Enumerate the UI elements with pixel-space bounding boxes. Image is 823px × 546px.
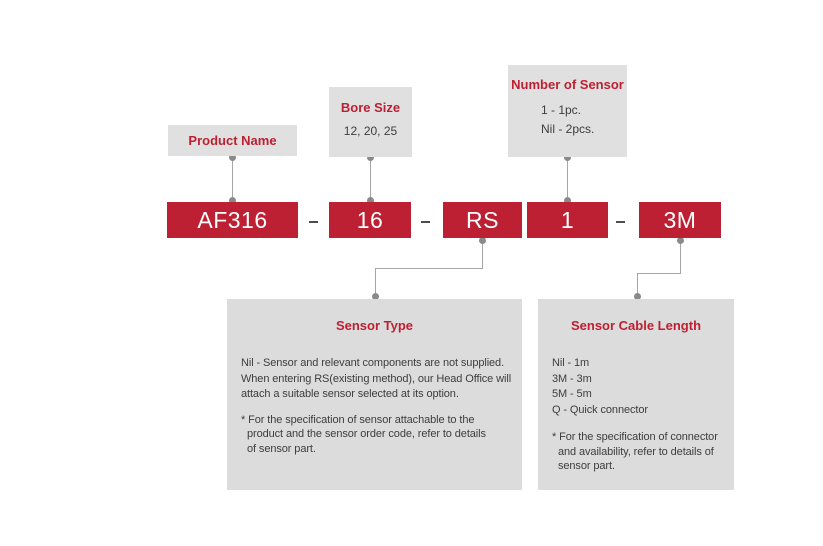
- connector-dot: [479, 237, 486, 244]
- code-segment-product: AF316: [167, 202, 298, 238]
- connector-dot: [367, 154, 374, 161]
- text-line: Nil - 1m: [552, 357, 590, 369]
- bore-size-title: Bore Size: [340, 100, 401, 115]
- product-name-title: Product Name: [188, 133, 277, 148]
- sensor-cable-length-title: Sensor Cable Length: [570, 318, 702, 333]
- text-line: product and the sensor order code, refer…: [247, 428, 486, 440]
- code-separator: [309, 221, 318, 223]
- text-line: attach a suitable sensor selected at its…: [241, 388, 459, 400]
- bore-size-callout: Bore Size 12, 20, 25: [329, 87, 412, 157]
- text-line: Nil - Sensor and relevant components are…: [241, 357, 505, 369]
- number-of-sensor-title: Number of Sensor: [511, 77, 624, 92]
- connector-dot: [372, 293, 379, 300]
- connector-number-of-sensor: [567, 157, 568, 202]
- sensor-type-note: * For the specification of sensor attach…: [227, 413, 522, 457]
- connector-sensor-type: [375, 268, 483, 269]
- product-name-callout: Product Name: [168, 125, 297, 156]
- sensor-cable-length-panel: Sensor Cable Length Nil - 1m 3M - 3m 5M - …: [538, 299, 734, 490]
- text-line: * For the specification of connector: [552, 431, 718, 443]
- sensor-cable-length-note: * For the specification of connector and …: [538, 430, 734, 474]
- text-line: sensor part.: [558, 460, 615, 472]
- text-line: Nil - 2pcs.: [541, 122, 595, 136]
- sensor-type-panel: Sensor Type Nil - Sensor and relevant co…: [227, 299, 522, 490]
- connector-dot: [367, 197, 374, 204]
- connector-dot: [564, 154, 571, 161]
- text-line: * For the specification of sensor attach…: [241, 413, 475, 426]
- connector-cable-length: [637, 273, 638, 298]
- text-line: When entering RS(existing method), our H…: [241, 372, 512, 385]
- sensor-type-title: Sensor Type: [335, 318, 414, 333]
- text-line: 3M - 3m: [552, 372, 592, 385]
- sensor-cable-length-options: Nil - 1m 3M - 3m 5M - 5m Q - Quick connecto…: [538, 356, 734, 418]
- text-line: 5M - 5m: [552, 388, 592, 400]
- code-segment-sensor-type: RS: [443, 202, 522, 238]
- number-of-sensor-callout: Number of Sensor 1 - 1pc. Nil - 2pcs.: [508, 65, 627, 157]
- text-line: Q - Quick connector: [552, 403, 648, 416]
- text-line: 1 - 1pc.: [541, 103, 582, 117]
- code-segment-bore-size: 16: [329, 202, 411, 238]
- connector-cable-length: [637, 273, 681, 274]
- connector-cable-length: [680, 238, 681, 273]
- number-of-sensor-options: 1 - 1pc. Nil - 2pcs.: [508, 101, 627, 139]
- code-segment-cable-length: 3M: [639, 202, 721, 238]
- connector-dot: [229, 197, 236, 204]
- connector-dot: [229, 154, 236, 161]
- code-separator: [421, 221, 430, 223]
- text-line: and availability, refer to details of: [558, 445, 714, 458]
- connector-product-name: [232, 157, 233, 202]
- connector-dot: [564, 197, 571, 204]
- bore-size-values: 12, 20, 25: [343, 124, 398, 138]
- code-separator: [616, 221, 625, 223]
- connector-sensor-type: [375, 268, 376, 298]
- text-line: of sensor part.: [247, 442, 316, 455]
- sensor-type-description: Nil - Sensor and relevant components are…: [227, 356, 522, 403]
- connector-sensor-type: [482, 238, 483, 268]
- connector-dot: [677, 237, 684, 244]
- connector-dot: [634, 293, 641, 300]
- connector-bore-size: [370, 157, 371, 202]
- code-segment-sensor-count: 1: [527, 202, 608, 238]
